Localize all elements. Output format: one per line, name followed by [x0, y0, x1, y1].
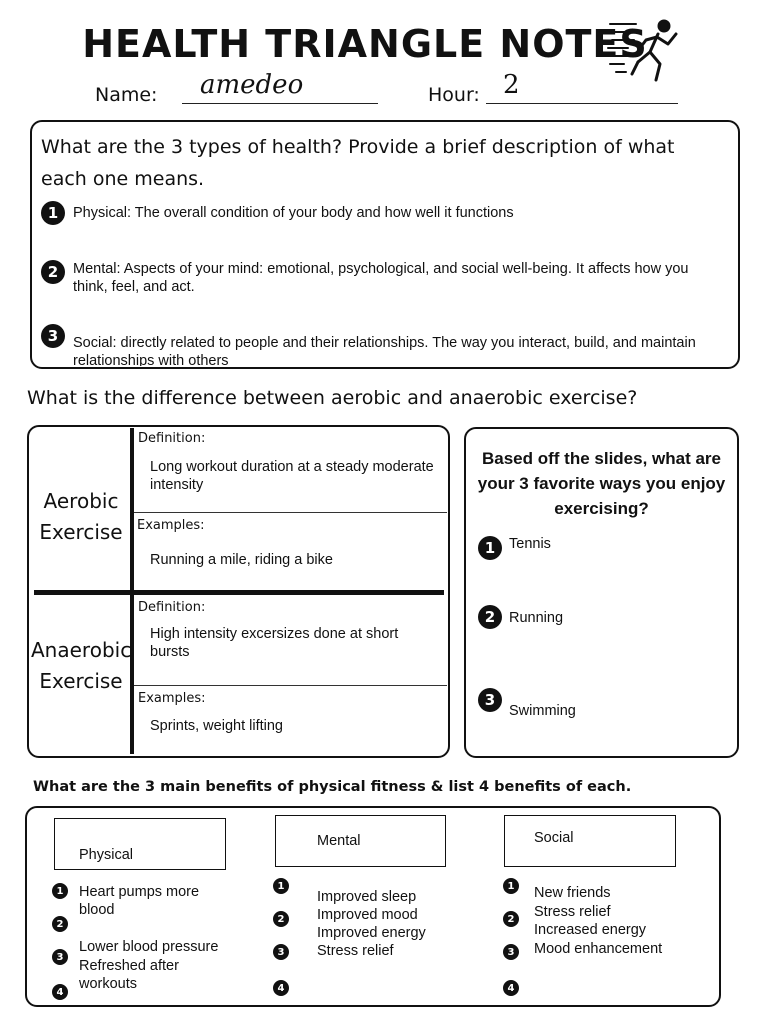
- physical-header-box: [54, 818, 226, 870]
- number-badge: 1: [273, 878, 289, 894]
- number-badge: 4: [503, 980, 519, 996]
- examples-label: Examples:: [137, 518, 205, 533]
- number-badge: 1: [41, 201, 65, 225]
- favorites-box: [464, 427, 739, 758]
- exercise-table: [27, 425, 450, 758]
- social-header-box: [504, 815, 676, 867]
- mental-benefit[interactable]: Improved energy: [317, 925, 426, 941]
- name-label: Name:: [95, 84, 158, 106]
- favorite-1[interactable]: Tennis: [509, 536, 551, 552]
- cell-divider: [134, 512, 447, 513]
- anaerobic-examples[interactable]: Sprints, weight lifting: [150, 718, 283, 734]
- name-line: [182, 103, 378, 104]
- number-badge: 4: [273, 980, 289, 996]
- number-badge: 1: [52, 883, 68, 899]
- social-benefit[interactable]: Increased energy: [534, 922, 647, 938]
- social-benefit[interactable]: Mood enhancement: [534, 941, 663, 957]
- benefits-box: [25, 806, 721, 1007]
- exercise-question: What is the difference between aerobic a…: [27, 387, 638, 409]
- number-badge: 3: [41, 324, 65, 348]
- physical-header: Physical: [79, 847, 133, 863]
- types-of-health-box: [30, 120, 740, 369]
- number-badge: 1: [478, 536, 502, 560]
- number-badge: 2: [273, 911, 289, 927]
- favorite-3[interactable]: Swimming: [509, 703, 576, 719]
- physical-benefit-line[interactable]: Refreshed after: [79, 958, 179, 974]
- favorite-2[interactable]: Running: [509, 610, 564, 626]
- benefits-question: What are the 3 main benefits of physical…: [33, 779, 632, 795]
- aerobic-examples[interactable]: Running a mile, riding a bike: [150, 552, 333, 568]
- name-value[interactable]: amedeo: [200, 70, 304, 100]
- mental-benefit[interactable]: Stress relief: [317, 943, 394, 959]
- number-badge: 4: [52, 984, 68, 1000]
- number-badge: 3: [503, 944, 519, 960]
- mental-benefit[interactable]: Improved sleep: [317, 889, 417, 905]
- hour-value[interactable]: 2: [503, 70, 520, 100]
- social-benefit[interactable]: New friends: [534, 885, 611, 901]
- number-badge: 2: [478, 605, 502, 629]
- number-badge: 3: [52, 949, 68, 965]
- hour-line: [486, 103, 678, 104]
- social-benefit[interactable]: Stress relief: [534, 904, 611, 920]
- examples-label: Examples:: [138, 691, 206, 706]
- mental-header-box: [275, 815, 446, 867]
- cell-divider: [134, 685, 447, 686]
- definition-label: Definition:: [138, 600, 206, 615]
- physical-benefit-line[interactable]: blood: [79, 902, 115, 918]
- aerobic-label: Aerobic Exercise: [39, 489, 123, 544]
- definition-label: Definition:: [138, 431, 206, 446]
- mental-answer[interactable]: Mental: Aspects of your mind: emotional,…: [73, 261, 689, 295]
- hour-label: Hour:: [428, 84, 480, 106]
- row-divider: [34, 590, 444, 595]
- number-badge: 2: [41, 260, 65, 284]
- social-header: Social: [534, 830, 574, 846]
- types-question: What are the 3 types of health? Provide …: [41, 136, 675, 190]
- number-badge: 1: [503, 878, 519, 894]
- mental-benefit[interactable]: Improved mood: [317, 907, 418, 923]
- number-badge: 2: [52, 916, 68, 932]
- number-badge: 3: [273, 944, 289, 960]
- social-answer[interactable]: Social: directly related to people and t…: [73, 335, 696, 366]
- page-title: HEALTH TRIANGLE NOTES: [82, 22, 648, 66]
- physical-benefit-line[interactable]: workouts: [79, 976, 138, 992]
- runner-icon: [606, 19, 678, 82]
- mental-header: Mental: [317, 833, 361, 849]
- number-badge: 3: [478, 688, 502, 712]
- physical-benefit-line[interactable]: Lower blood pressure: [79, 939, 219, 955]
- physical-answer[interactable]: Physical: The overall condition of your …: [73, 205, 514, 221]
- anaerobic-definition[interactable]: High intensity excersizes done at short …: [150, 626, 399, 660]
- physical-benefit-line[interactable]: Heart pumps more: [79, 884, 200, 900]
- favorites-question: Based off the slides, what are your 3 fa…: [477, 449, 726, 518]
- number-badge: 2: [503, 911, 519, 927]
- anaerobic-label: Anaerobic Exercise: [31, 638, 132, 693]
- aerobic-definition[interactable]: Long workout duration at a steady modera…: [150, 459, 434, 493]
